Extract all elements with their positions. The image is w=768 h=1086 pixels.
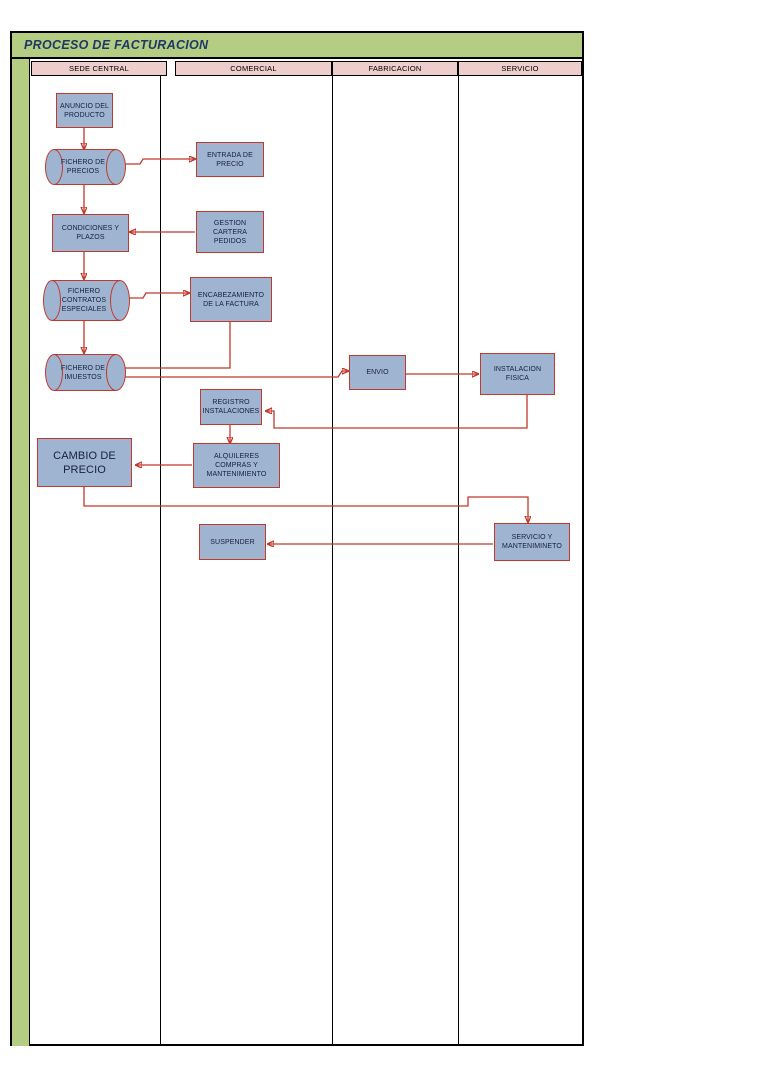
node-cambio-precio[interactable]: CAMBIO DE PRECIO [37, 438, 132, 487]
edge-cambio-to-servicio [83, 487, 528, 522]
cylinder-left-cap [43, 280, 61, 321]
cylinder-right-cap [106, 354, 126, 391]
cylinder-right-cap [106, 149, 126, 185]
lane-header-fabricacion: FABRICACION [332, 61, 458, 76]
cylinder-left-cap [45, 354, 63, 391]
node-fichero-contratos[interactable]: FICHERO CONTRATOS ESPECIALES [43, 280, 130, 321]
node-envio[interactable]: ENVIO [349, 355, 406, 390]
node-fichero-precios[interactable]: FICHERO DE PRECIOS [45, 149, 126, 185]
lane-header-sede-central: SEDE CENTRAL [31, 61, 167, 76]
lane-header-label: SEDE CENTRAL [69, 64, 129, 73]
lane-divider-1 [160, 76, 161, 1046]
cylinder-left-cap [45, 149, 63, 185]
node-label: FICHERO CONTRATOS ESPECIALES [61, 288, 107, 313]
node-label: CAMBIO DE PRECIO [53, 449, 116, 476]
cylinder-body [54, 354, 116, 391]
node-label: ENCABEZAMIENTO DE LA FACTURA [197, 291, 265, 308]
lane-header-comercial: COMERCIAL [175, 61, 332, 76]
node-label: SUSPENDER [210, 538, 255, 546]
node-encabezamiento-factura[interactable]: ENCABEZAMIENTO DE LA FACTURA [190, 277, 272, 322]
lane-header-label: COMERCIAL [230, 64, 277, 73]
node-instalacion-fisica[interactable]: INSTALACION FISICA [480, 353, 555, 395]
node-registro-instalaciones[interactable]: REGISTRO INSTALACIONES [200, 389, 262, 425]
swimlane-chart-frame: PROCESO DE FACTURACION SEDE CENTRAL COME… [10, 31, 584, 1046]
node-entrada-precio[interactable]: ENTRADA DE PRECIO [196, 142, 264, 177]
node-label: INSTALACION FISICA [493, 366, 542, 382]
node-anuncio-producto[interactable]: ANUNCIO DEL PRODUCTO [56, 93, 113, 128]
node-condiciones-plazos[interactable]: CONDICIONES Y PLAZOS [52, 214, 129, 252]
node-label: REGISTRO INSTALACIONES [202, 399, 260, 415]
node-fichero-impuestos[interactable]: FICHERO DE IMUESTOS [45, 354, 126, 391]
node-gestion-cartera[interactable]: GESTION CARTERA PEDIDOS [196, 211, 264, 253]
left-green-gutter [12, 59, 30, 1046]
node-label: CONDICIONES Y PLAZOS [61, 225, 120, 241]
cylinder-body [52, 280, 120, 321]
lane-header-label: FABRICACION [368, 64, 422, 73]
node-servicio-mantenimiento[interactable]: SERVICIO Y MANTENIMINETO [494, 523, 570, 561]
node-suspender[interactable]: SUSPENDER [199, 524, 266, 560]
lane-header-label: SERVICIO [501, 64, 539, 73]
node-label: GESTION CARTERA PEDIDOS [212, 219, 248, 245]
lane-divider-2 [332, 76, 333, 1046]
lane-header-servicio: SERVICIO [458, 61, 582, 76]
edge-instalacion-to-registro [266, 395, 528, 429]
page-title: PROCESO DE FACTURACION [24, 38, 209, 52]
node-label: FICHERO DE PRECIOS [60, 159, 106, 175]
node-alquileres[interactable]: ALQUILERES COMPRAS Y MANTENIMIENTO [193, 443, 280, 488]
cylinder-body [54, 149, 116, 185]
node-label: ENTRADA DE PRECIO [207, 151, 253, 168]
node-label: ENVIO [366, 369, 389, 376]
cylinder-right-cap [110, 280, 130, 321]
node-label: ANUNCIO DEL PRODUCTO [60, 102, 109, 119]
node-label: ALQUILERES COMPRAS Y MANTENIMIENTO [206, 453, 267, 478]
diagram-title-bar: PROCESO DE FACTURACION [12, 33, 582, 59]
edge-contratos-to-encabezamiento [128, 293, 189, 299]
edge-impuestos-to-envio [94, 371, 348, 378]
lane-divider-3 [458, 76, 459, 1046]
node-label: SERVICIO Y MANTENIMINETO [502, 534, 562, 550]
node-label: FICHERO DE IMUESTOS [60, 364, 106, 381]
